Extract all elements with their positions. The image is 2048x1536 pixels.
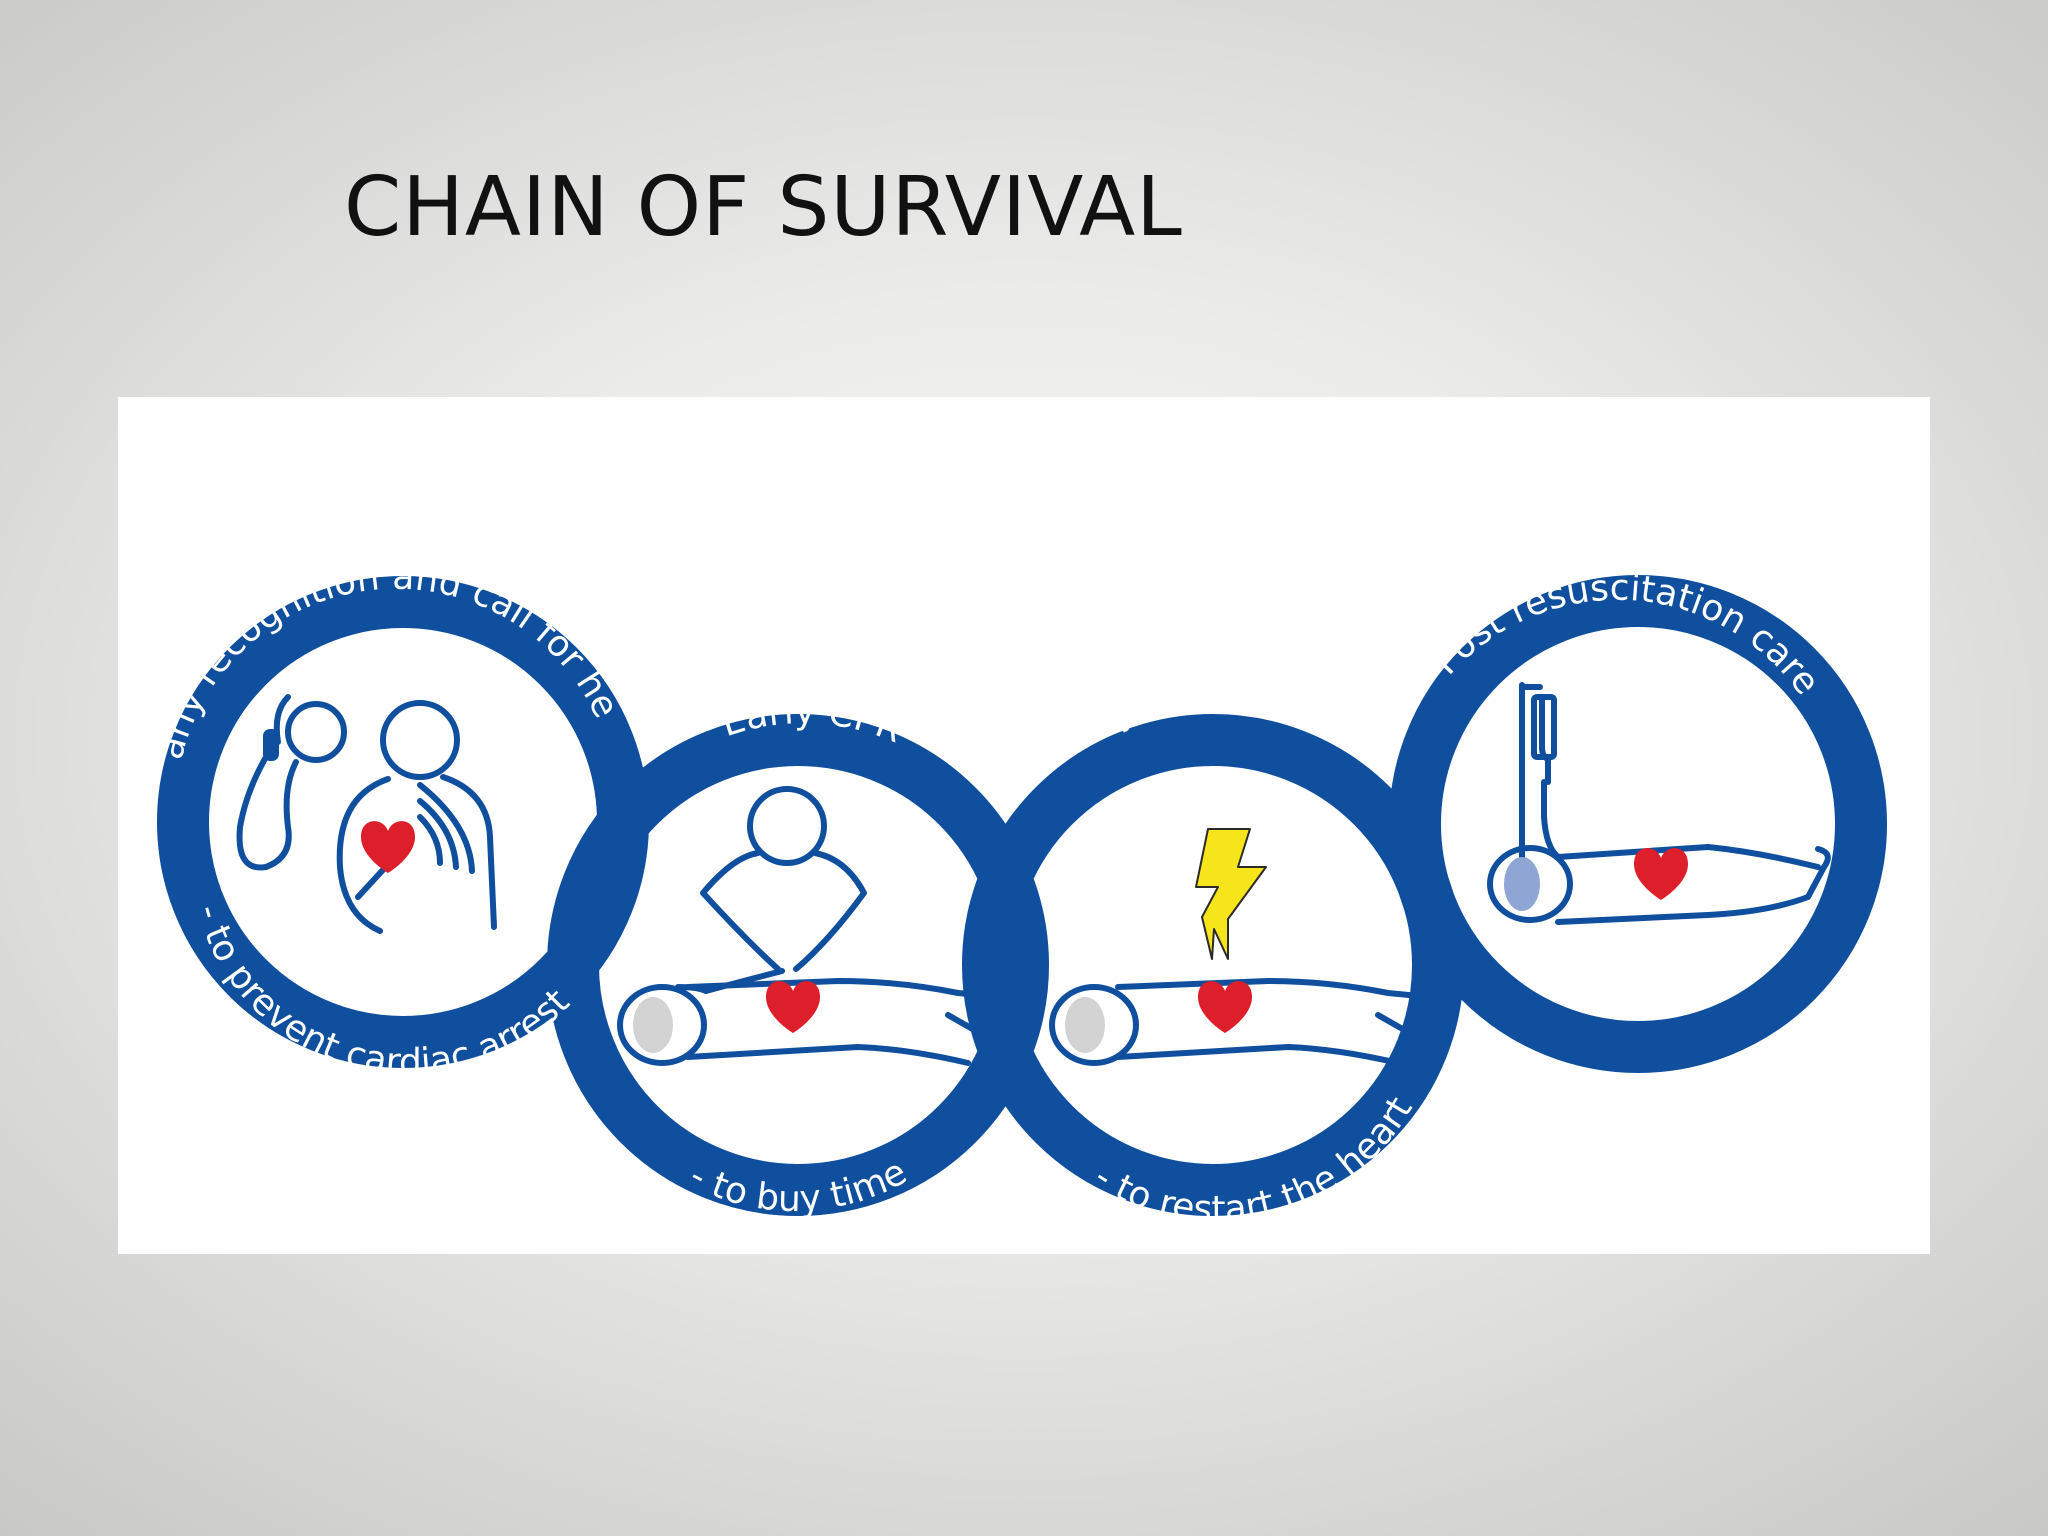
defibrillation-shock-icon [1049, 828, 1441, 1066]
ring-link-4 [1389, 575, 1887, 1073]
cpr-compression-icon [617, 786, 1011, 1066]
link-1-top-label: Early recognition and call for help [118, 397, 626, 764]
slide-title: CHAIN OF SURVIVAL [344, 160, 1183, 255]
iv-drip-icon [1487, 682, 1831, 925]
ring-link-2 [547, 714, 1049, 1216]
chain-rings [157, 575, 1887, 1216]
chain-of-survival-diagram: Early recognition and call for help - to… [118, 397, 1887, 1230]
phone-call-icon [236, 694, 497, 934]
chain-diagram-panel: Early recognition and call for help - to… [118, 397, 1930, 1254]
